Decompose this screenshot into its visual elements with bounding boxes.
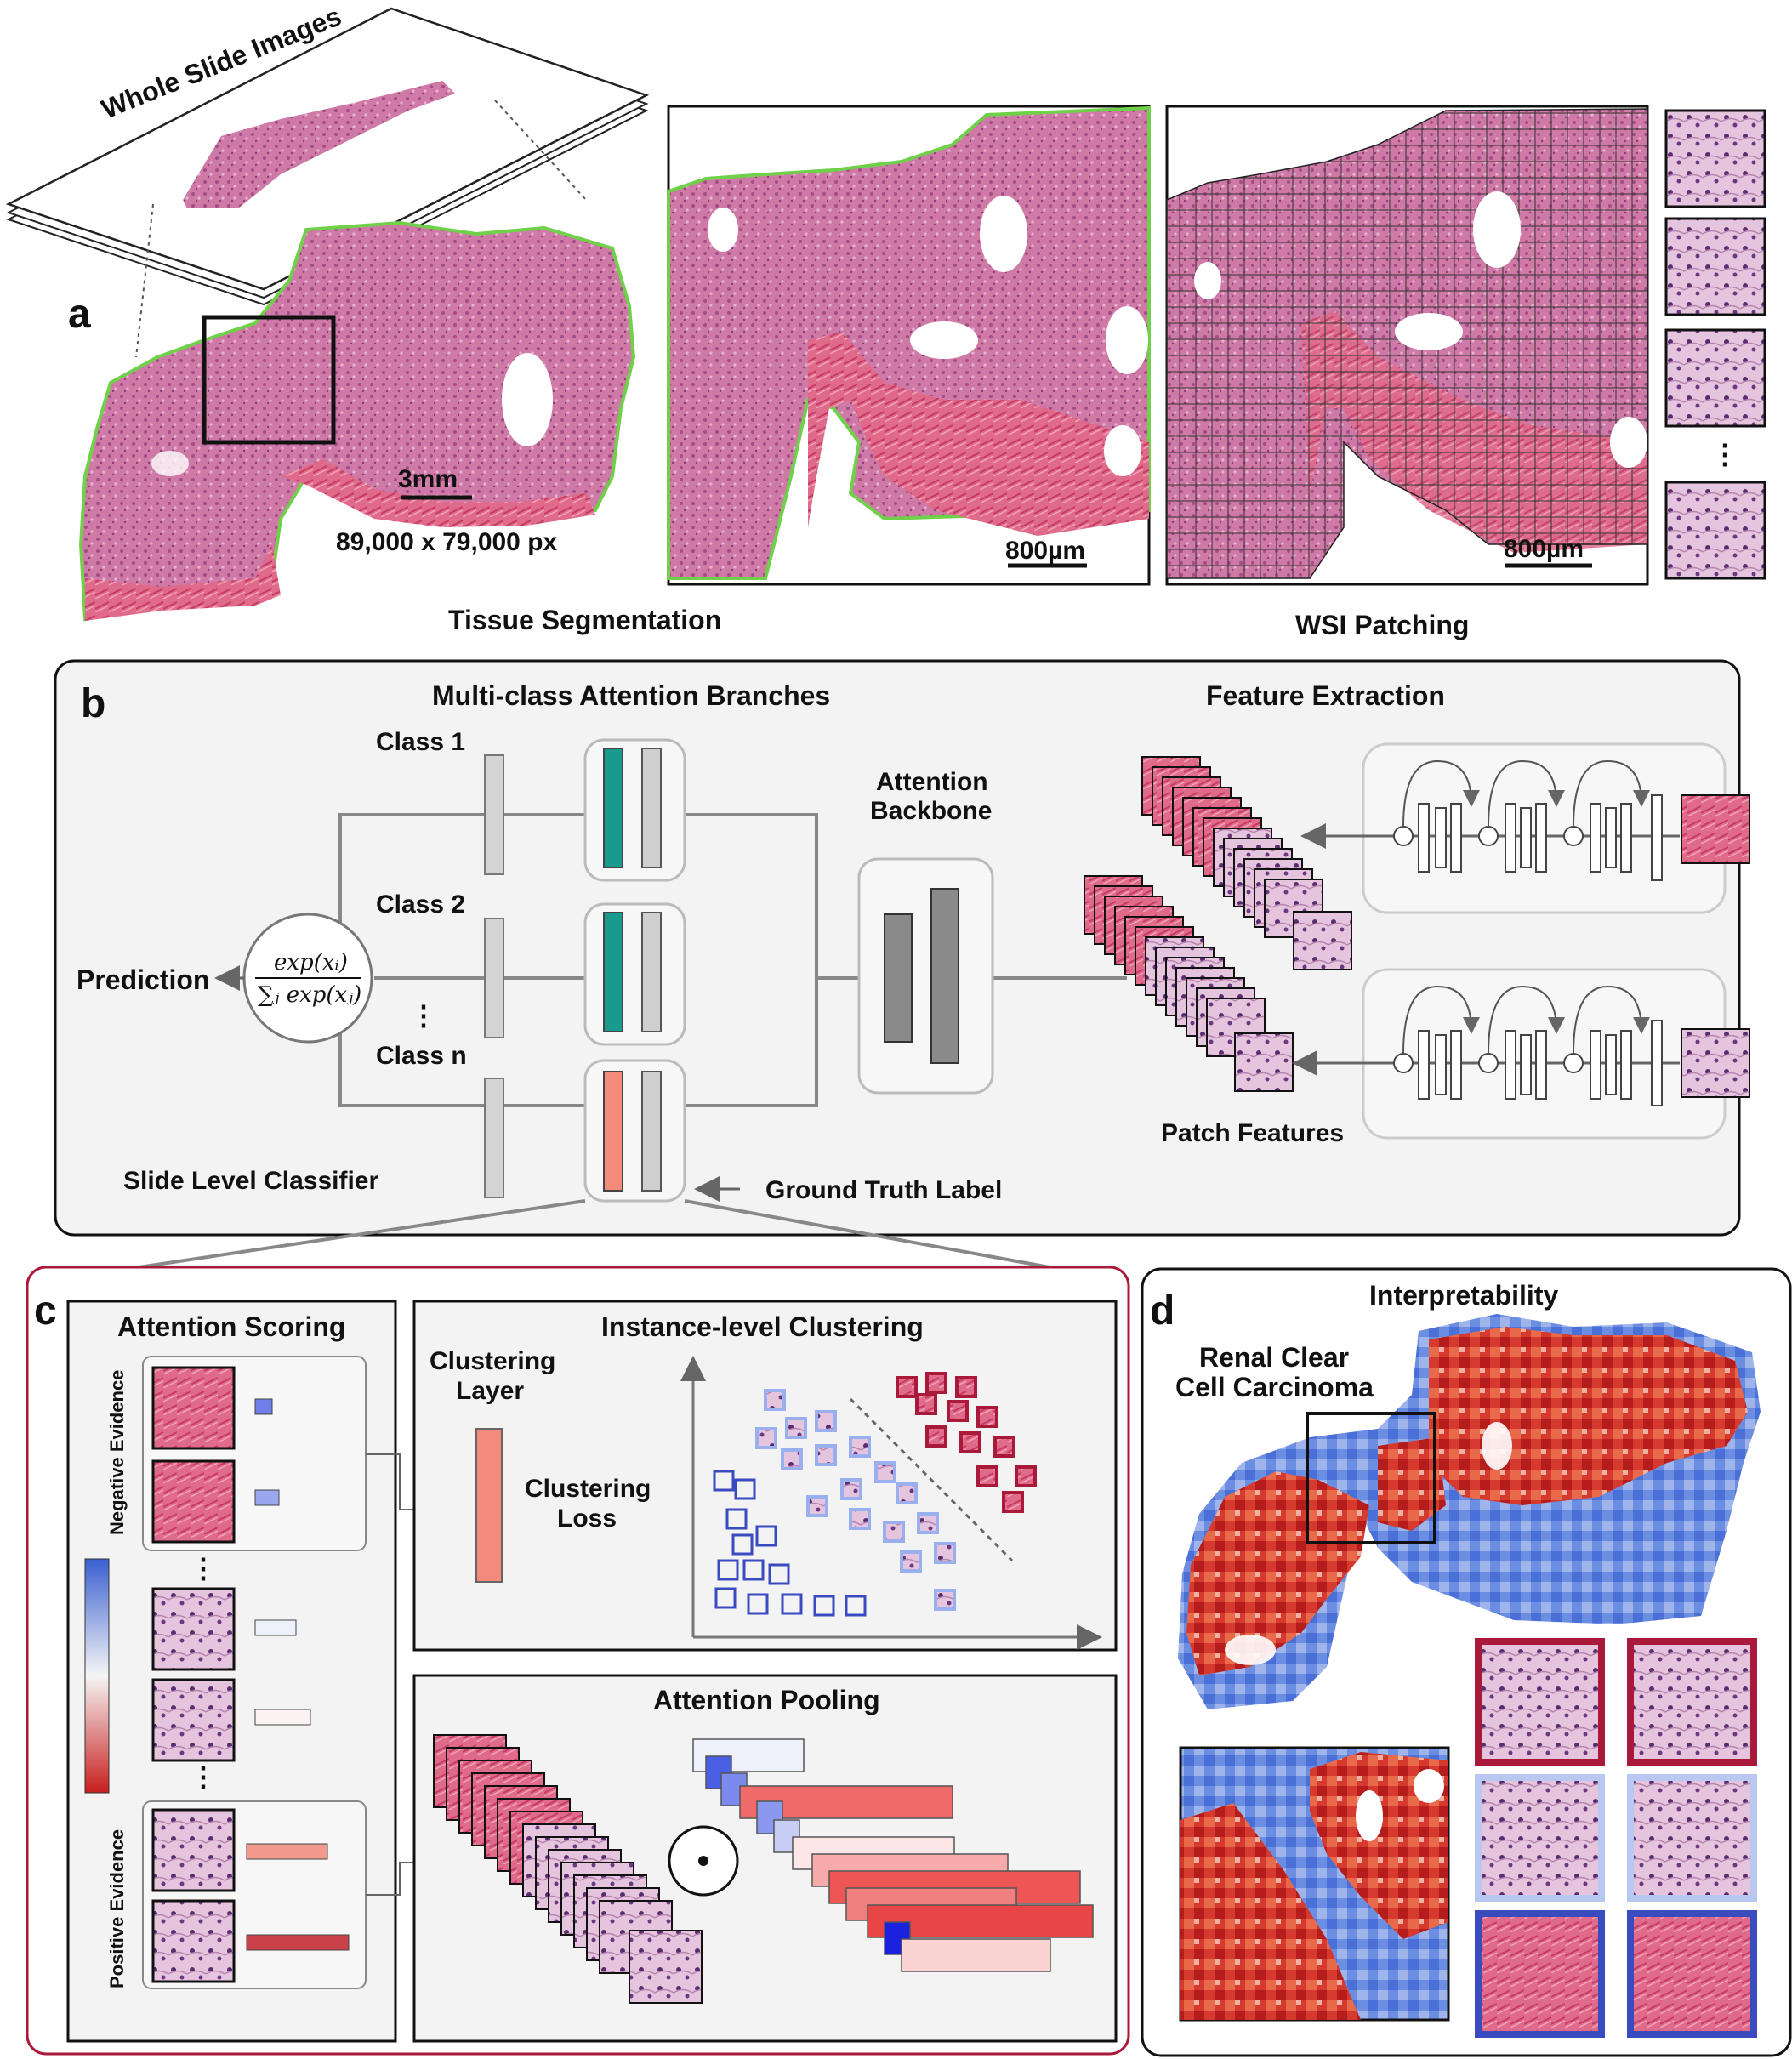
panel-letter-a: a [68,292,91,337]
pos-evidence-label: Positive Evidence [106,1829,128,1988]
branches-title: Multi-class Attention Branches [432,680,830,711]
panel-d: d Interpretability Renal Clear Cell Carc… [1141,1267,1792,2057]
rcc-label-1: Renal Clear [1199,1342,1349,1373]
clustering-layer-bar [475,1428,503,1583]
patch-caption: WSI Patching [1295,610,1469,640]
pooling-patch-stack [433,1734,703,2004]
seg-scale-label: 800µm [1005,537,1085,565]
slide-stack: Whole Slide Images [5,1,650,358]
classifier-bars [484,754,504,1198]
patch-scale-label: 800µm [1504,535,1584,563]
panel-letter-b: b [81,681,105,726]
tissue-segmentation-view: 800µm [667,105,1151,586]
patch-thumbnails: ⋮ [1664,109,1766,580]
clust-loss-label-1: Clustering [525,1475,651,1503]
scale-label-3mm: 3mm [398,465,458,493]
classn-label: Class n [376,1042,467,1070]
attention-branch-2 [583,902,686,1046]
attention-backbone: Attention Backbone [857,768,994,1095]
clust-loss-label-2: Loss [557,1504,617,1533]
patch-features-label: Patch Features [1161,1119,1344,1147]
gt-label: Ground Truth Label [765,1176,1002,1204]
seg-caption: Tissue Segmentation [448,605,721,635]
heatmap-patch-examples [1475,1638,1757,2038]
heatmap-slide [1178,1314,1761,1709]
thumbnails-vdots: ⋮ [1711,439,1738,469]
interpretability-title: Interpretability [1369,1280,1558,1311]
class2-label: Class 2 [376,890,465,919]
wsi-tissue: 3mm 89,000 x 79,000 px [78,220,636,622]
prediction-label: Prediction [77,964,209,995]
attention-colorbar [84,1558,110,1794]
patch-stack-lower [1084,875,1294,1092]
panel-letter-d: d [1150,1288,1175,1334]
attn-pooling-title: Attention Pooling [653,1685,880,1715]
rcc-label-2: Cell Carcinoma [1175,1372,1374,1402]
clust-layer-label-1: Clustering [430,1347,555,1375]
zoom-box [202,315,336,445]
attn-scoring-title: Attention Scoring [117,1311,345,1342]
inst-clustering-title: Instance-level Clustering [601,1311,924,1342]
instance-clustering-box [412,1300,1118,1652]
panel-letter-c: c [34,1288,57,1334]
neg-evidence-label: Negative Evidence [106,1370,128,1535]
softmax-denominator: ∑ⱼ exp(xⱼ) [258,982,361,1008]
tissue-region [78,220,636,622]
attention-branch-n [583,1059,686,1203]
vdots-lower: ⋮ [190,1761,217,1792]
slide-classifier-label: Slide Level Classifier [123,1167,378,1195]
backbone-label-1: Attention [876,768,988,796]
heatmap-zoom-box [1306,1412,1436,1544]
panel-a: Whole Slide Images a 3mm 89,000 x 79,000… [5,1,1766,640]
feature-title: Feature Extraction [1206,680,1445,711]
dims-label: 89,000 x 79,000 px [336,528,558,556]
softmax-node: exp(xᵢ) ∑ⱼ exp(xⱼ) [242,913,373,1044]
feature-extractor-upper [1300,742,1750,914]
panel-b: b Multi-class Attention Branches Feature… [54,659,1750,1237]
patch-stack-upper [1141,756,1352,970]
class1-label: Class 1 [376,728,465,756]
class-vdots: ⋮ [410,1000,437,1031]
heatmap-zoom [1179,1746,1450,2022]
attention-branch-1 [583,738,686,882]
backbone-label-2: Backbone [870,797,992,825]
clust-layer-label-2: Layer [456,1377,524,1405]
slide-thumbnail-tissue [183,81,455,208]
clustering-scatter [680,1356,1102,1650]
softmax-numerator: exp(xᵢ) [274,950,348,975]
panel-c: c Attention Scoring Negative Evidence ⋮ … [26,1266,1130,2056]
feature-extractor-lower [1292,968,1750,1140]
vdots-upper: ⋮ [190,1553,217,1584]
wsi-patching-view: 800µm [1165,105,1649,586]
attention-weighted-features [692,1738,1094,1972]
